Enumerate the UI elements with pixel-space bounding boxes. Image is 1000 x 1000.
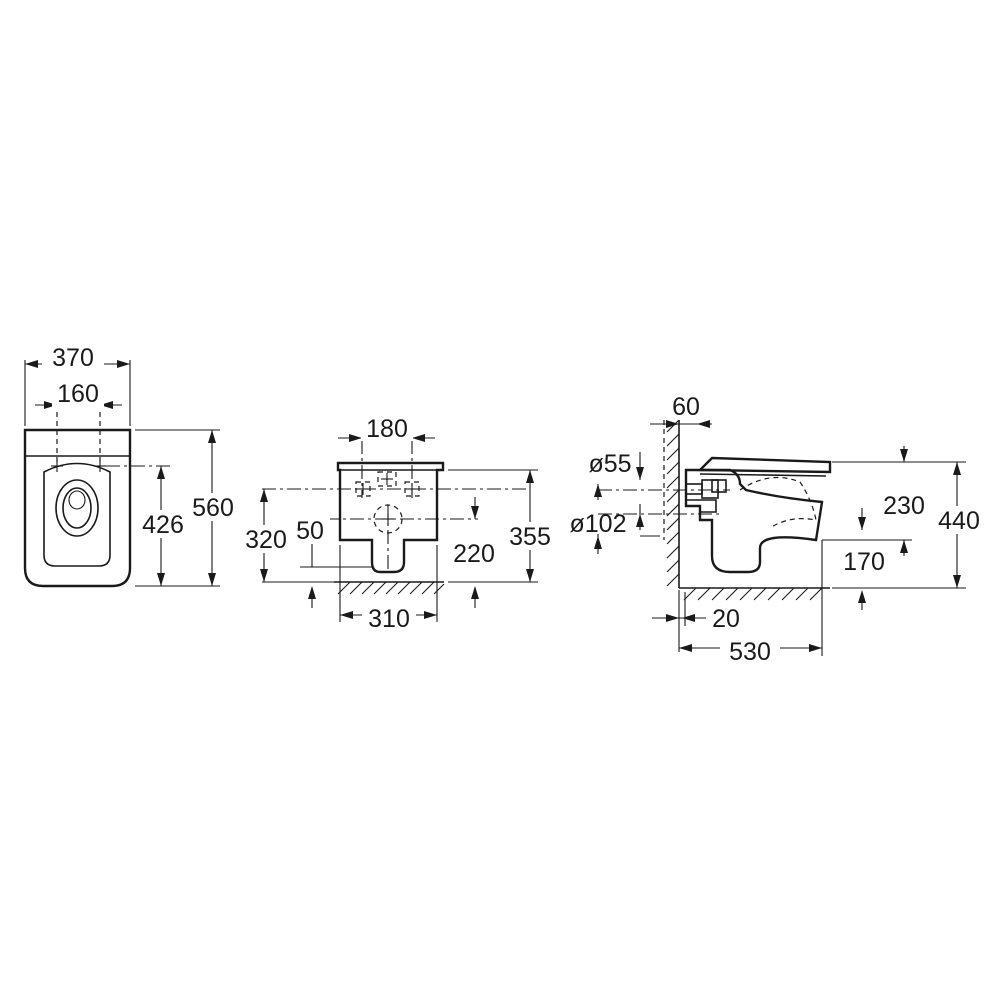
side-view-seat [697, 456, 832, 474]
dim-160: 160 [57, 380, 99, 408]
side-view: 60 ø55 ø102 230 440 [570, 393, 988, 666]
front-view-seat-inner [43, 462, 111, 567]
side-view-bowl-body [684, 468, 824, 574]
dim-560: 560 [192, 494, 234, 522]
dim-o55: ø55 [588, 450, 631, 478]
dim-20: 20 [712, 605, 740, 633]
rear-view-body-outline [336, 461, 445, 574]
dim-426: 426 [142, 511, 184, 539]
front-view-bowl-outline [23, 428, 132, 588]
dim-370: 370 [52, 344, 94, 372]
front-view-bowl-opening [55, 479, 99, 537]
dim-320: 320 [245, 526, 287, 554]
dim-220: 220 [453, 540, 495, 568]
dim-180: 180 [366, 415, 408, 443]
dim-440: 440 [938, 507, 980, 535]
dim-170: 170 [843, 548, 885, 576]
dim-60: 60 [672, 393, 700, 421]
dim-230: 230 [883, 492, 925, 520]
dim-50: 50 [296, 517, 324, 545]
front-view: 370 160 426 560 [23, 344, 240, 588]
dim-o102: ø102 [570, 510, 627, 538]
rear-view: 180 320 50 220 355 3 [238, 415, 558, 633]
dim-355: 355 [509, 523, 551, 551]
dim-310: 310 [368, 605, 410, 633]
dim-530: 530 [729, 638, 771, 666]
